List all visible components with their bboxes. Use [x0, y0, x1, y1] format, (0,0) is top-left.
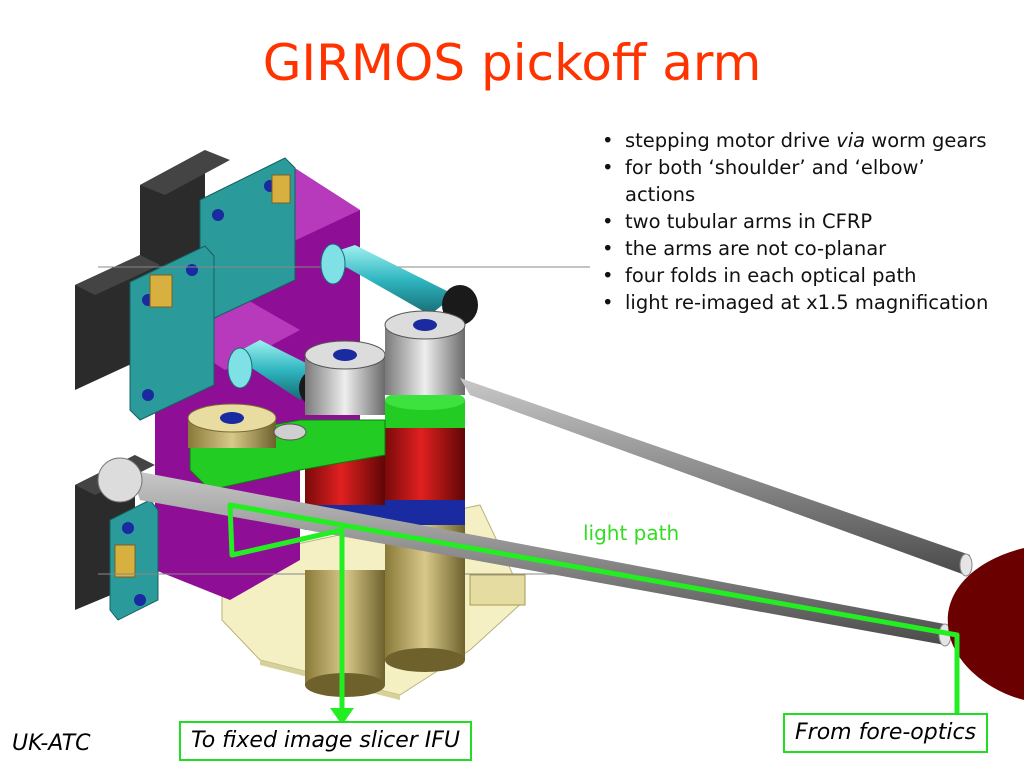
bullet-item: for both ‘shoulder’ and ‘elbow’ actions: [600, 154, 1000, 208]
motor-flanges: [109, 157, 296, 621]
slide-title: GIRMOS pickoff arm: [262, 34, 762, 92]
fore-optics: [947, 548, 1024, 700]
bullet-item: the arms are not co-planar: [600, 235, 1000, 262]
bullet-item: light re-imaged at x1.5 magnification: [600, 289, 1000, 316]
bullet-item: four folds in each optical path: [600, 262, 1000, 289]
gears: [187, 310, 466, 448]
input-label-box: From fore-optics: [783, 713, 989, 753]
output-label-box: To fixed image slicer IFU: [179, 721, 473, 761]
feature-bullets: stepping motor drive via worm gears for …: [600, 127, 1000, 316]
light-path-label: light path: [583, 521, 680, 545]
light-path: [227, 502, 960, 725]
footer-organisation: UK-ATC: [12, 731, 91, 756]
bullet-item: stepping motor drive via worm gears: [600, 127, 1000, 154]
bullet-item: two tubular arms in CFRP: [600, 208, 1000, 235]
tubular-arms: [97, 378, 973, 647]
